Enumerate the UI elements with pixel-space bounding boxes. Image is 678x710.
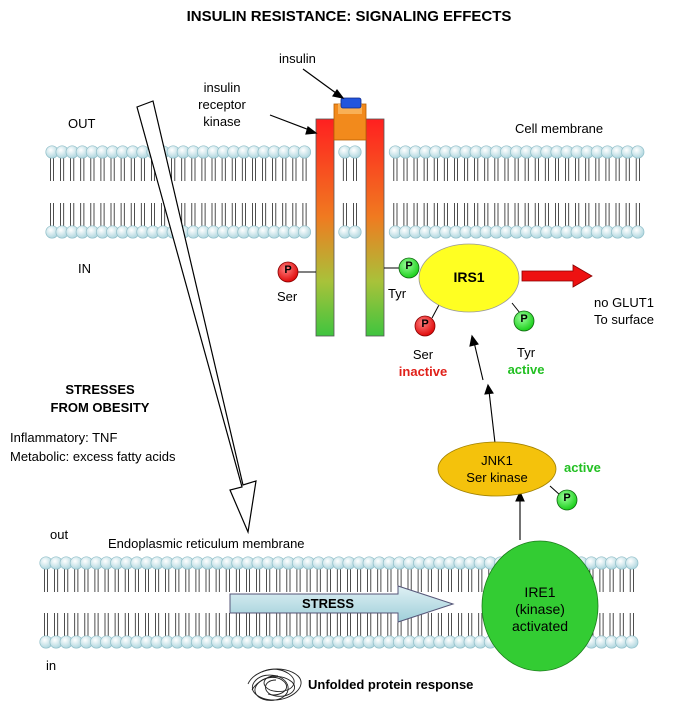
page-title: INSULIN RESISTANCE: SIGNALING EFFECTS <box>186 8 512 25</box>
irs1-protein <box>418 243 520 313</box>
p-label-2: P <box>405 260 413 272</box>
phospho-tyr-receptor <box>398 257 420 279</box>
jnk1-line2: Ser kinase <box>466 470 528 485</box>
p-label-1: P <box>284 264 292 276</box>
metabolic-label: Metabolic: excess fatty acids <box>10 449 176 464</box>
receptor-right-chain <box>365 118 385 337</box>
jnk1-line1: JNK1 <box>481 453 513 468</box>
ire1-line2: (kinase) <box>515 601 565 617</box>
phospho-ser-receptor <box>277 261 299 283</box>
ser-inactive-label: Ser inactive <box>399 346 447 380</box>
cell-membrane-lipid-head <box>348 145 362 159</box>
stress-label: STRESS <box>301 596 355 611</box>
receptor-label-line2: receptor <box>198 97 246 112</box>
glut1-red-arrow <box>521 264 593 288</box>
insulin-receptor <box>315 97 385 337</box>
stresses-line1: STRESSES <box>65 382 135 397</box>
er-membrane-label: Endoplasmic reticulum membrane <box>108 536 305 551</box>
no-glut1-line2: To surface <box>594 312 654 327</box>
out-lower-label: out <box>50 527 69 542</box>
cell-membrane-bilayer <box>45 145 645 239</box>
no-glut1-line1: no GLUT1 <box>594 295 654 310</box>
upr-label: Unfolded protein response <box>308 677 474 692</box>
out-upper-label: OUT <box>68 116 96 131</box>
receptor-left-chain <box>315 118 335 337</box>
ser-inactive-line2: inactive <box>398 364 448 379</box>
ire1-line1: IRE1 <box>524 584 556 600</box>
p-label-3: P <box>421 318 429 330</box>
stresses-heading: STRESSES FROM OBESITY <box>51 381 150 417</box>
ser-receptor-label: Ser <box>277 289 298 304</box>
no-glut1-label: no GLUT1 To surface <box>594 294 654 328</box>
receptor-label-line1: insulin <box>203 80 241 95</box>
p-label-5: P <box>563 492 571 504</box>
cell-membrane-lipid-head <box>297 225 312 239</box>
tyr-active-line2: active <box>507 362 545 377</box>
in-upper-label: IN <box>78 261 91 276</box>
cell-membrane-lipid-head <box>631 225 645 239</box>
cell-membrane-lipid-head <box>631 145 645 159</box>
cell-membrane-lipid-head <box>297 145 312 159</box>
p-label-4: P <box>520 313 528 325</box>
receptor-label: insulin receptor kinase <box>198 79 246 130</box>
tyr-active-line1: Tyr <box>516 345 536 360</box>
unfolded-protein-scribble <box>247 668 302 701</box>
insulin-molecule <box>340 97 362 109</box>
in-lower-label: in <box>46 658 57 673</box>
receptor-notch <box>338 104 362 114</box>
jnk1-label: JNK1 Ser kinase <box>466 452 527 486</box>
irs1-label: IRS1 <box>453 269 485 285</box>
ire1-line3: activated <box>511 618 569 634</box>
jnk1-active-label: active <box>564 460 601 475</box>
cell-membrane-lipid-head <box>348 225 362 239</box>
cell-membrane-label: Cell membrane <box>515 121 604 136</box>
phospho-ser-irs1 <box>414 315 436 337</box>
er-membrane-lipid-head <box>625 556 639 570</box>
ire1-label: IRE1 (kinase) activated <box>512 584 568 635</box>
ire1-protein <box>481 540 599 672</box>
receptor-pointer <box>269 114 313 132</box>
tyr-receptor-label: Tyr <box>388 286 407 301</box>
insulin-pointer <box>302 68 341 97</box>
insulin-label: insulin <box>279 51 316 66</box>
stress-signal-arrow <box>136 100 257 535</box>
tyr-active-label: Tyr active <box>508 344 545 378</box>
stresses-line2: FROM OBESITY <box>50 400 150 415</box>
stress-arrow <box>229 585 455 623</box>
jnk1-protein <box>437 441 557 497</box>
er-membrane-lipid-head <box>625 635 639 649</box>
inflammatory-label: Inflammatory: TNF <box>10 430 118 445</box>
phospho-tyr-irs1 <box>513 310 535 332</box>
receptor-label-line3: kinase <box>203 114 241 129</box>
phospho-jnk1 <box>556 489 578 511</box>
ser-inactive-line1: Ser <box>412 347 434 362</box>
